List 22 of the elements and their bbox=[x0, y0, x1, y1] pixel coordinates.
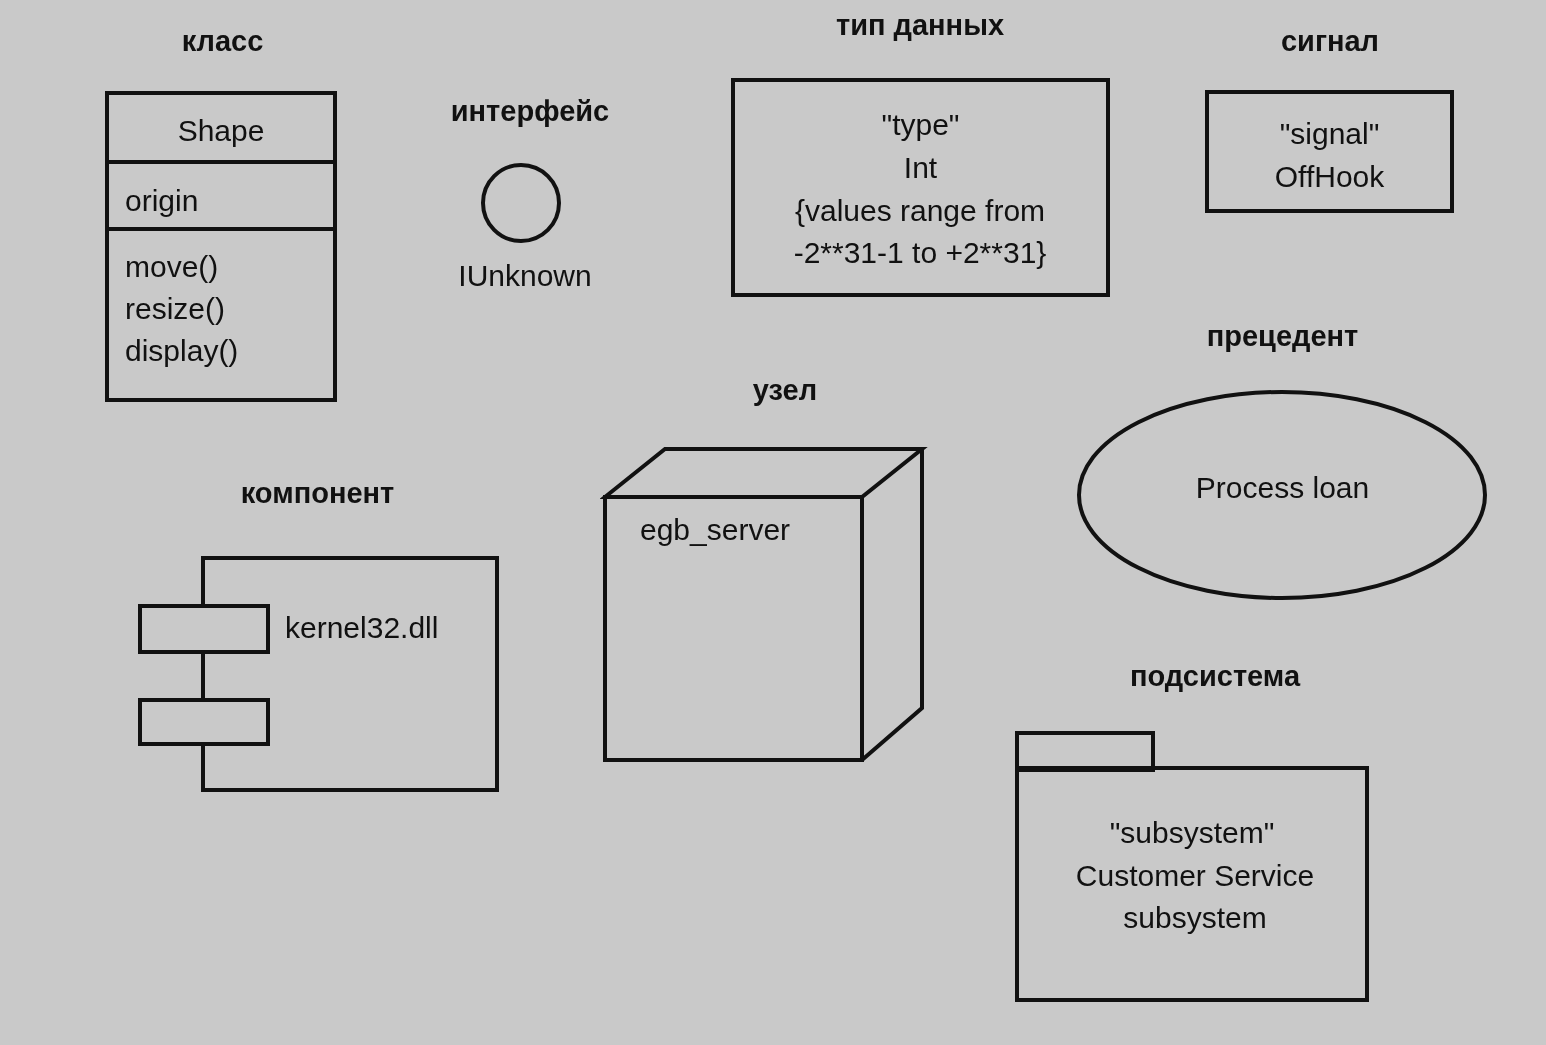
signal-name: OffHook bbox=[1273, 159, 1386, 195]
type-name: Int bbox=[902, 150, 939, 186]
category-heading: интерфейс bbox=[449, 94, 611, 129]
stereotype-text: "type" bbox=[880, 107, 961, 143]
category-heading: тип данных bbox=[834, 8, 1006, 43]
category-heading: компонент bbox=[239, 476, 396, 511]
category-heading: класс bbox=[180, 24, 265, 59]
stereotype-text: "signal" bbox=[1278, 116, 1381, 152]
attribute-text: origin bbox=[125, 183, 200, 219]
category-heading: прецедент bbox=[1205, 319, 1360, 354]
subsystem-name: Customer Service subsystem bbox=[1074, 858, 1316, 936]
interface-name: IUnknown bbox=[457, 258, 593, 294]
class-name: Shape bbox=[176, 113, 266, 149]
use-case-name: Process loan bbox=[1194, 470, 1371, 506]
category-heading: подсистема bbox=[1128, 659, 1302, 694]
category-heading: сигнал bbox=[1279, 24, 1381, 59]
operation-list: move() resize() display() bbox=[125, 246, 275, 372]
constraint-text: {values range from -2**31-1 to +2**31} bbox=[792, 193, 1048, 271]
node-name: egb_server bbox=[640, 512, 792, 548]
stereotype-text: "subsystem" bbox=[1108, 815, 1276, 851]
category-heading: узел bbox=[751, 373, 819, 408]
component-name: kernel32.dll bbox=[285, 610, 440, 646]
